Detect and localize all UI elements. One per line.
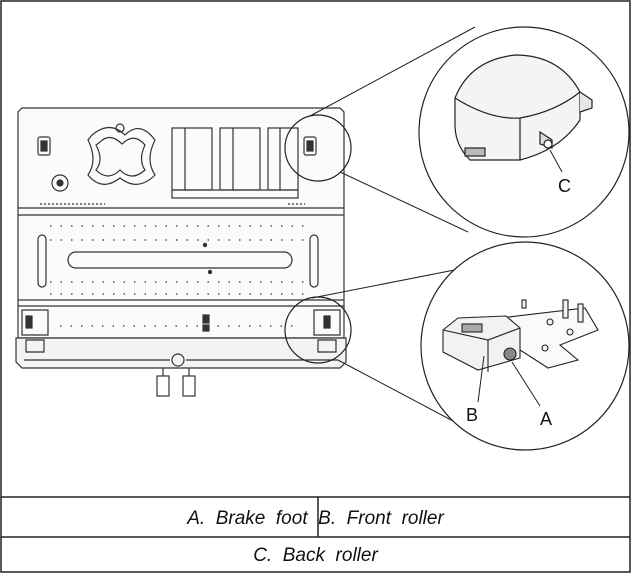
callout-b: B [466,405,478,425]
callout-c: C [558,176,571,196]
magnified-view-brake-and-front-roller: B A [420,241,630,451]
callout-a: A [540,409,552,429]
caption-brake-foot-front-roller: A. Brake foot B. Front roller [187,508,444,529]
magnified-view-back-roller: C [418,26,630,238]
appliance-top-view [15,107,347,397]
caption-back-roller: C. Back roller [253,545,378,566]
projection-lines [309,26,481,431]
